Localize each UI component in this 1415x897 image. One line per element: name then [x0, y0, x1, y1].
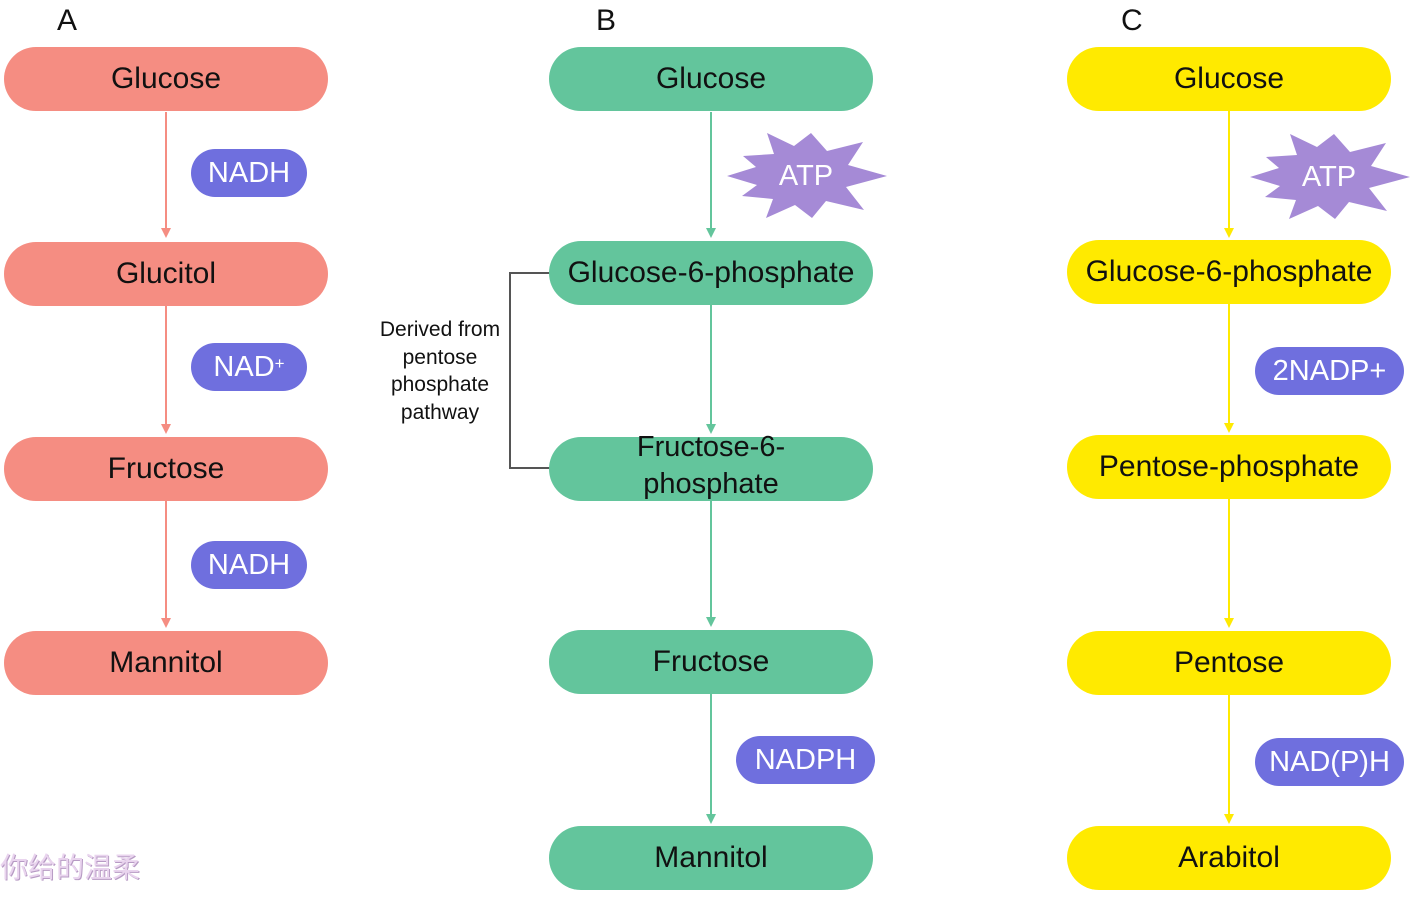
note-line-3: phosphate [390, 373, 490, 396]
atp-label-c: ATP [1301, 161, 1357, 193]
node-c-glucose: Glucose [1067, 47, 1391, 111]
atp-label-b: ATP [778, 160, 834, 192]
node-c-pentose-phosphate: Pentose-phosphate [1067, 435, 1391, 499]
cofactor-a-nad-superscript: + [274, 354, 285, 373]
node-c-glucose-6-phosphate: Glucose-6-phosphate [1067, 240, 1391, 304]
cofactor-c-2nadp-plus: 2NADP+ [1255, 347, 1404, 395]
cofactor-a-nad-text: NAD [213, 350, 275, 383]
cofactor-a-nadh-2: NADH [191, 541, 307, 589]
node-b-mannitol: Mannitol [549, 826, 873, 890]
note-line-2: pentose [402, 345, 478, 369]
node-a-glucitol: Glucitol [4, 242, 328, 306]
node-a-fructose: Fructose [4, 437, 328, 501]
panel-label-a: A [57, 4, 78, 37]
atp-burst-c [1250, 134, 1410, 219]
cofactor-c-nadph: NAD(P)H [1255, 738, 1404, 786]
node-b-fructose-6-phosphate: Fructose-6- phosphate [549, 431, 873, 501]
note-line-1: Derived from [379, 318, 501, 341]
watermark-text: 你给的温柔 [0, 852, 141, 883]
node-b-fructose-6-phosphate-line2: phosphate [643, 468, 779, 500]
node-a-mannitol: Mannitol [4, 631, 328, 695]
node-b-glucose: Glucose [549, 47, 873, 111]
cofactor-b-nadph: NADPH [736, 736, 875, 784]
node-b-fructose-6-phosphate-line1: Fructose-6- [636, 431, 786, 463]
atp-burst-b [727, 133, 887, 218]
node-c-arabitol: Arabitol [1067, 826, 1391, 890]
node-c-pentose: Pentose [1067, 631, 1391, 695]
node-b-glucose-6-phosphate: Glucose-6-phosphate [549, 241, 873, 305]
panel-label-b: B [596, 4, 617, 37]
panel-label-c: C [1121, 4, 1143, 37]
node-a-glucose: Glucose [4, 47, 328, 111]
note-line-4: pathway [400, 400, 480, 424]
pentose-pathway-bracket [509, 272, 552, 469]
cofactor-a-nad-plus: NAD+ [191, 343, 307, 391]
node-b-fructose: Fructose [549, 630, 873, 694]
pentose-pathway-note: Derived from pentose phosphate pathway [370, 316, 510, 426]
cofactor-a-nadh-1: NADH [191, 149, 307, 197]
